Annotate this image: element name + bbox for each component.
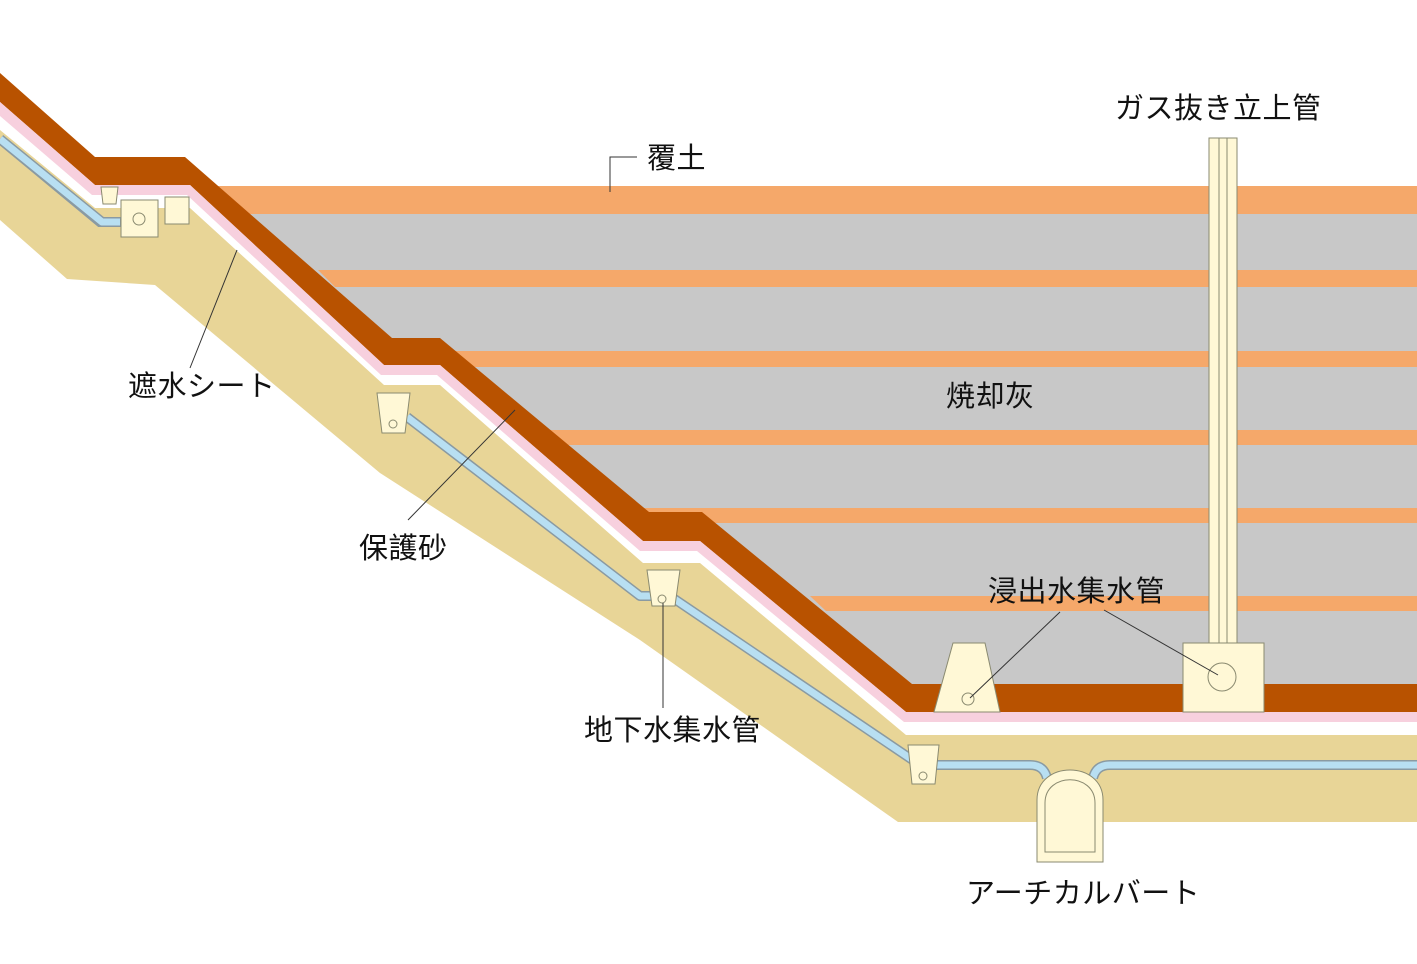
groundwater-pipe-label: 地下水集水管: [584, 713, 762, 747]
gas-vent-label: ガス抜き立上管: [1115, 91, 1322, 125]
pipe-circle-icon: [388, 419, 398, 429]
groundwater-collection-line: [0, 136, 1417, 780]
pipe-circle-icon: [132, 212, 146, 226]
intermediate-soil-layer: [318, 270, 1417, 287]
gas-vent-riser: [1208, 137, 1238, 644]
leader-line-leachate-left: [969, 611, 1061, 699]
pipe-circle-icon: [961, 692, 975, 706]
cover-soil-layer: [218, 186, 1417, 214]
groundwater-pipe-box: [376, 392, 411, 434]
intermediate-soil-layer: [640, 508, 1417, 523]
leader-line-protective-sand: [407, 409, 516, 521]
leader-lines: [189, 156, 1219, 708]
ground-body: [0, 130, 1417, 822]
leachate-pipe-structures: [933, 642, 1265, 713]
arch-culvert-label: アーチカルバート: [966, 876, 1201, 910]
ash-label: 焼却灰: [946, 379, 1035, 413]
intermediate-soil-layer: [810, 596, 1417, 611]
leader-line-liner-sheet: [189, 249, 238, 369]
groundwater-pipe-structures: [100, 186, 940, 785]
intermediate-soil-layer: [548, 430, 1417, 445]
pipe-circle-icon: [657, 594, 667, 604]
groundwater-pipe-box: [646, 569, 681, 607]
cover-soil-label: 覆土: [647, 141, 707, 175]
gas-vent-pipe: [1208, 137, 1238, 644]
groundwater-pipe-box: [907, 744, 940, 785]
leachate-pipe-box: [933, 642, 1001, 713]
protective-sand-label: 保護砂: [359, 531, 448, 565]
leader-line-leachate-right: [1103, 609, 1219, 676]
leader-line-cover-soil: [609, 156, 637, 192]
arch-culvert-inner: [1044, 779, 1096, 853]
leachate-pipe-label: 浸出水集水管: [988, 574, 1166, 608]
intermediate-soil-layer: [448, 351, 1417, 367]
groundwater-pipe-box: [164, 196, 190, 225]
pipe-circle-icon: [918, 771, 928, 781]
liner-sheet-label: 遮水シート: [128, 369, 276, 403]
arch-culvert: [1036, 769, 1104, 863]
groundwater-pipe-box: [100, 186, 119, 205]
leachate-pipe-box: [1182, 642, 1265, 713]
groundwater-pipe-box: [120, 199, 159, 238]
pipe-circle-icon: [1207, 662, 1237, 692]
